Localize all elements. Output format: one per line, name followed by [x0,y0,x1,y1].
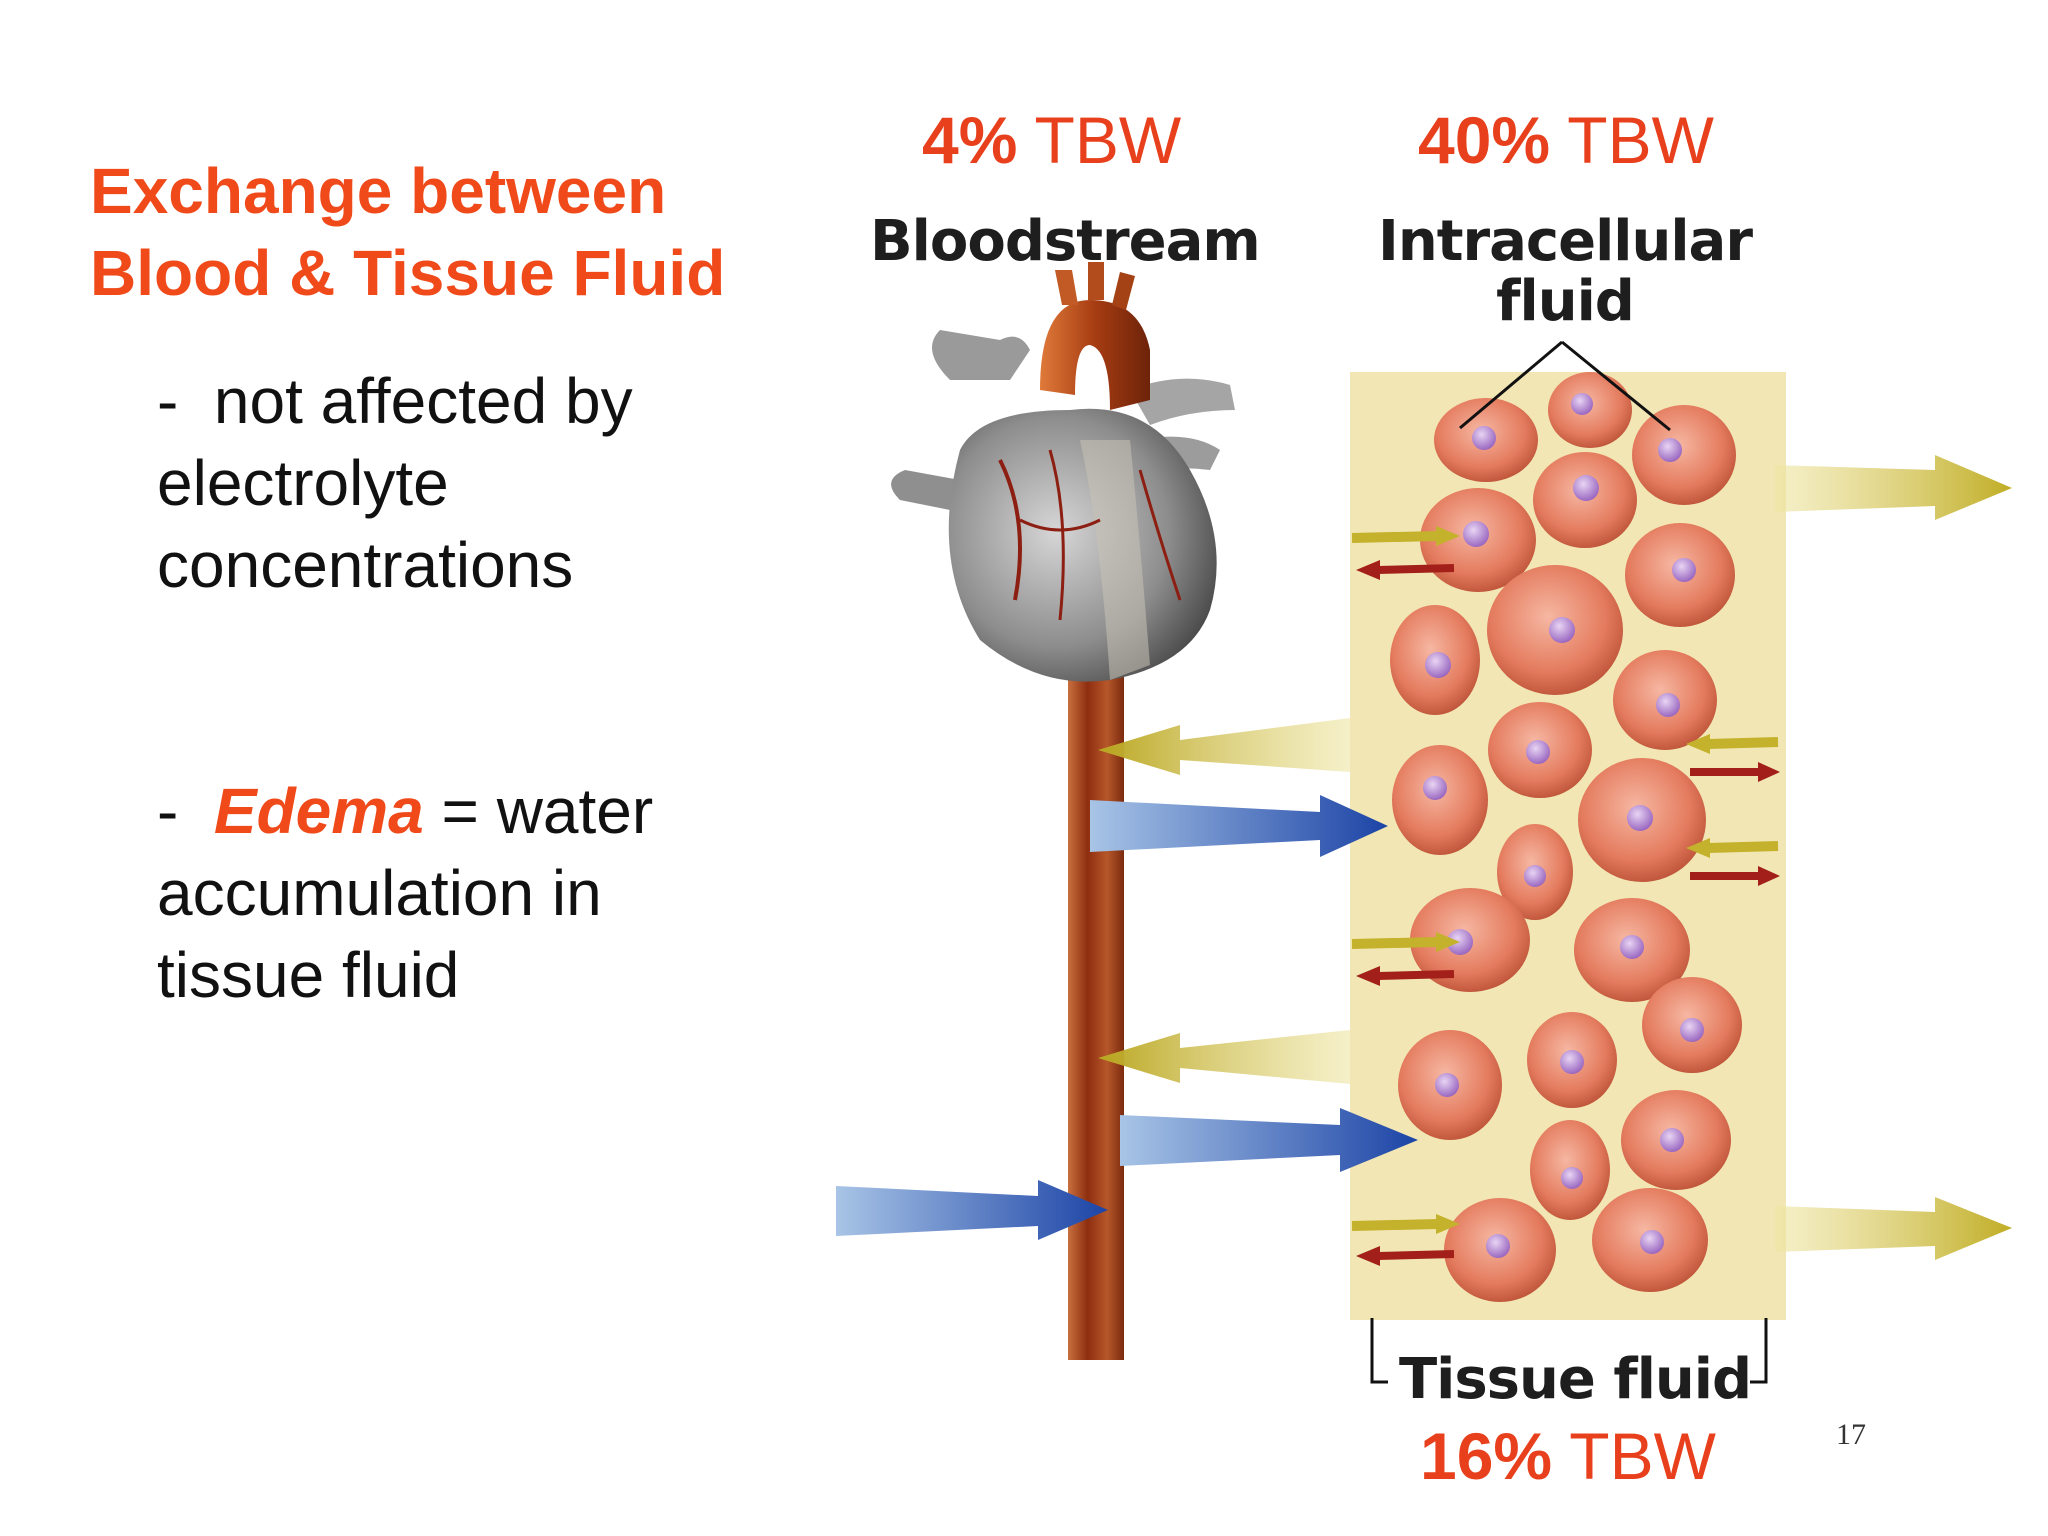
tissue-percent-value: 16% [1420,1419,1553,1493]
slide-title: Exchange between Blood & Tissue Fluid [90,150,725,314]
intracellular-label-line-1: Intracellular [1378,209,1753,274]
cell [1392,745,1488,855]
small-arrow-in [1351,1214,1460,1234]
small-arrow-out [1356,966,1455,986]
slide-number: 17 [1836,1418,1866,1451]
bloodstream-percent-value: 4% [922,103,1018,177]
cell [1548,372,1632,448]
cell [1390,605,1480,715]
cell [1621,1090,1731,1190]
tissue-fluid-label: Tissue fluid [1398,1347,1752,1412]
cell [1574,898,1690,1002]
cell [1527,1012,1617,1108]
small-arrow-in [1686,734,1779,754]
small-arrow-out [1356,560,1455,580]
cell [1488,702,1592,798]
slide-title-line-2: Blood & Tissue Fluid [90,237,726,309]
cell-exchange-arrows [1351,526,1780,1266]
intracellular-label: Intracellular fluid [1360,212,1770,332]
cell [1613,650,1717,750]
tissue-fluid-bracket [1370,1318,1768,1384]
intracellular-percent-value: 40% [1418,103,1551,177]
bullet-electrolyte: - not affected by electrolyte concentrat… [157,360,633,606]
arrow-out-top [1775,455,2012,520]
cell [1642,977,1742,1073]
cell [1398,1030,1502,1140]
cell [1444,1198,1556,1302]
bullet-edema: - Edema = water accumulation in tissue f… [157,770,653,1016]
arrow-out-bottom [1775,1197,2012,1260]
edema-term: Edema [213,775,424,847]
tissue-percent: 16% TBW [1420,1418,1716,1494]
bullet-marker: - [157,775,179,847]
bloodstream-percent-unit: TBW [1034,103,1182,177]
small-arrow-in [1686,838,1779,858]
intracellular-percent: 40% TBW [1418,102,1714,178]
bullet-electrolyte-line-3: concentrations [157,529,574,601]
arrow-tissue-to-blood-2 [1098,1030,1350,1084]
bullet-edema-line-3: tissue fluid [157,939,460,1011]
cell [1487,565,1623,695]
cell [1592,1188,1708,1292]
bloodstream-label: Bloodstream [870,209,1261,274]
intracellular-pointer [1459,340,1671,432]
cell [1434,398,1538,482]
arrow-blood-to-tissue-1 [1090,795,1388,857]
arrow-into-blood [836,1180,1108,1240]
cell [1533,452,1637,548]
cell-cluster [1390,372,1742,1302]
small-arrow-out [1690,762,1780,782]
slide-title-line-1: Exchange between [90,155,667,227]
arrow-blood-to-tissue-2 [1120,1108,1418,1172]
intracellular-label-line-2: fluid [1496,269,1635,334]
bullet-electrolyte-line-1: - not affected by [157,360,633,442]
bloodstream-percent: 4% TBW [922,102,1181,178]
bullet-edema-text-1: = water [423,775,654,847]
cell [1632,405,1736,505]
small-arrow-out [1690,866,1780,886]
bullet-electrolyte-text-1: not affected by [213,365,633,437]
tissue-percent-unit: TBW [1569,1419,1716,1493]
small-arrow-in [1351,526,1460,546]
heart-icon [891,262,1235,682]
small-arrow-in [1351,932,1460,952]
cell [1578,758,1706,882]
bullet-electrolyte-line-2: electrolyte [157,447,449,519]
small-arrow-out [1356,1246,1455,1266]
bullet-edema-line-1: - Edema = water [157,770,653,852]
blood-vessel [1068,670,1124,1360]
arrow-tissue-to-blood-1 [1098,718,1350,775]
cell [1530,1120,1610,1220]
intracellular-percent-unit: TBW [1567,103,1714,177]
bullet-marker: - [157,365,179,437]
cell [1497,824,1573,920]
bullet-edema-line-2: accumulation in [157,857,602,929]
cell [1625,523,1735,627]
